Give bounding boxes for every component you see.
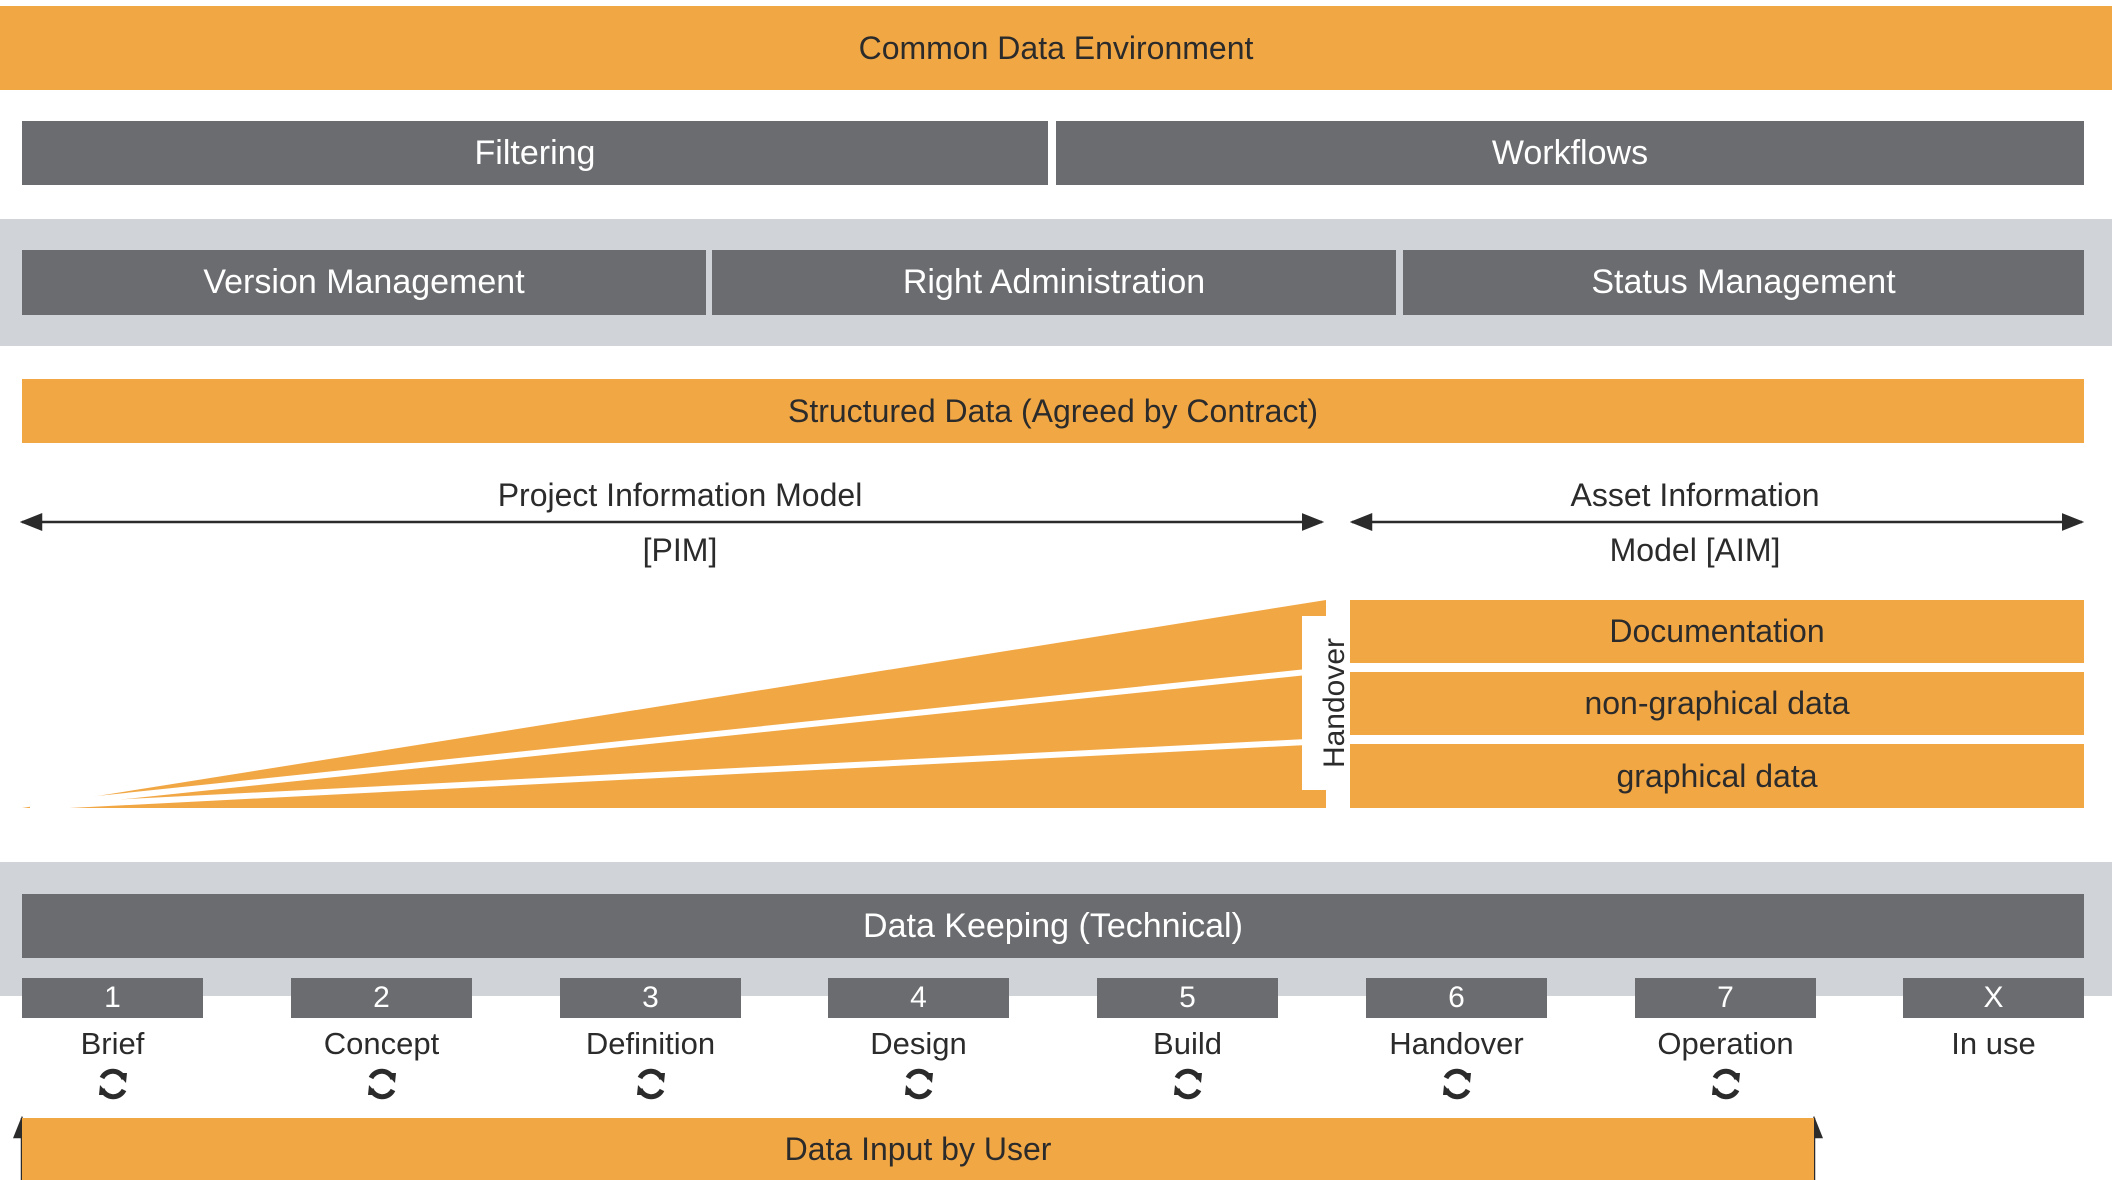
- aim-abbrev-text: Model [AIM]: [1609, 531, 1781, 568]
- stage-name: Concept: [323, 1026, 440, 1061]
- stage-number: X: [1983, 981, 2004, 1014]
- right-administration-box: Right Administration: [712, 250, 1396, 315]
- stage-number-box: 5: [1097, 978, 1278, 1018]
- status-management-label: Status Management: [1591, 263, 1896, 301]
- status-management-box: Status Management: [1403, 250, 2084, 315]
- refresh-cycle-icon: [1711, 1068, 1740, 1100]
- aim-title-text: Asset Information: [1570, 476, 1820, 513]
- refresh-cycle-icon: [367, 1068, 396, 1100]
- structured-data-label: Structured Data (Agreed by Contract): [787, 392, 1318, 429]
- stage-number-box: 2: [291, 978, 472, 1018]
- aim-layer-documentation-label: Documentation: [1609, 613, 1825, 649]
- stage-name: Definition: [585, 1026, 716, 1061]
- refresh-cycle-icon: [1173, 1068, 1202, 1100]
- stage-number-box: 4: [828, 978, 1009, 1018]
- cde-title: Common Data Environment: [858, 29, 1254, 66]
- stage-number: 7: [1717, 981, 1734, 1014]
- handover-vertical-label: Handover: [1318, 637, 1352, 769]
- stage-name: In use: [1951, 1026, 2036, 1061]
- stage-number: 5: [1179, 981, 1196, 1014]
- structured-data-bar: Structured Data (Agreed by Contract): [22, 379, 2084, 443]
- stage-number: 1: [104, 981, 121, 1014]
- stage-name: Design: [870, 1026, 967, 1061]
- pim-label-line2: [PIM]: [340, 528, 1020, 572]
- stage-name: Build: [1153, 1026, 1222, 1061]
- cde-header: Common Data Environment: [0, 6, 2112, 90]
- stage-number: 2: [373, 981, 390, 1014]
- refresh-cycle-icon: [1442, 1068, 1471, 1100]
- aim-label-line2: Model [AIM]: [1360, 528, 2030, 572]
- workflows-box: Workflows: [1056, 121, 2084, 185]
- aim-layer-graphical-label: graphical data: [1616, 757, 1818, 794]
- wedge-divider-lower: [29, 738, 1327, 810]
- pim-label-line1: Project Information Model: [340, 473, 1020, 517]
- stage-number-box: 1: [22, 978, 203, 1018]
- stage-number: 4: [910, 981, 927, 1014]
- stage-number-box: X: [1903, 978, 2084, 1018]
- stage-number: 6: [1448, 981, 1465, 1014]
- aim-label-line1: Asset Information: [1360, 473, 2030, 517]
- refresh-cycle-icon: [904, 1068, 933, 1100]
- refresh-cycle-icon: [98, 1068, 127, 1100]
- aim-layer-documentation: Documentation: [1350, 600, 2084, 663]
- filtering-box: Filtering: [22, 121, 1048, 185]
- filtering-label: Filtering: [474, 133, 596, 172]
- data-input-label: Data Input by User: [784, 1130, 1052, 1167]
- data-keeping-label: Data Keeping (Technical): [863, 906, 1243, 945]
- aim-layer-graphical: graphical data: [1350, 744, 2084, 808]
- right-administration-label: Right Administration: [902, 263, 1206, 301]
- workflows-label: Workflows: [1491, 133, 1649, 172]
- pim-abbrev-text: [PIM]: [642, 531, 718, 568]
- stage-number-box: 3: [560, 978, 741, 1018]
- stage-number: 3: [642, 981, 659, 1014]
- refresh-cycle-icon: [636, 1068, 665, 1100]
- aim-layer-non-graphical: non-graphical data: [1350, 672, 2084, 735]
- stage-number-box: 7: [1635, 978, 1816, 1018]
- stage-name: Operation: [1657, 1026, 1794, 1061]
- version-management-label: Version Management: [203, 263, 525, 301]
- pim-title-text: Project Information Model: [497, 476, 863, 513]
- aim-layer-non-graphical-label: non-graphical data: [1584, 685, 1850, 721]
- wedge-divider-upper: [29, 667, 1327, 809]
- stage-name: Handover: [1389, 1026, 1524, 1061]
- version-management-box: Version Management: [22, 250, 706, 315]
- stage-number-box: 6: [1366, 978, 1547, 1018]
- stage-name: Brief: [80, 1026, 145, 1061]
- data-input-bar: Data Input by User: [22, 1118, 1814, 1180]
- data-keeping-bar: Data Keeping (Technical): [22, 894, 2084, 958]
